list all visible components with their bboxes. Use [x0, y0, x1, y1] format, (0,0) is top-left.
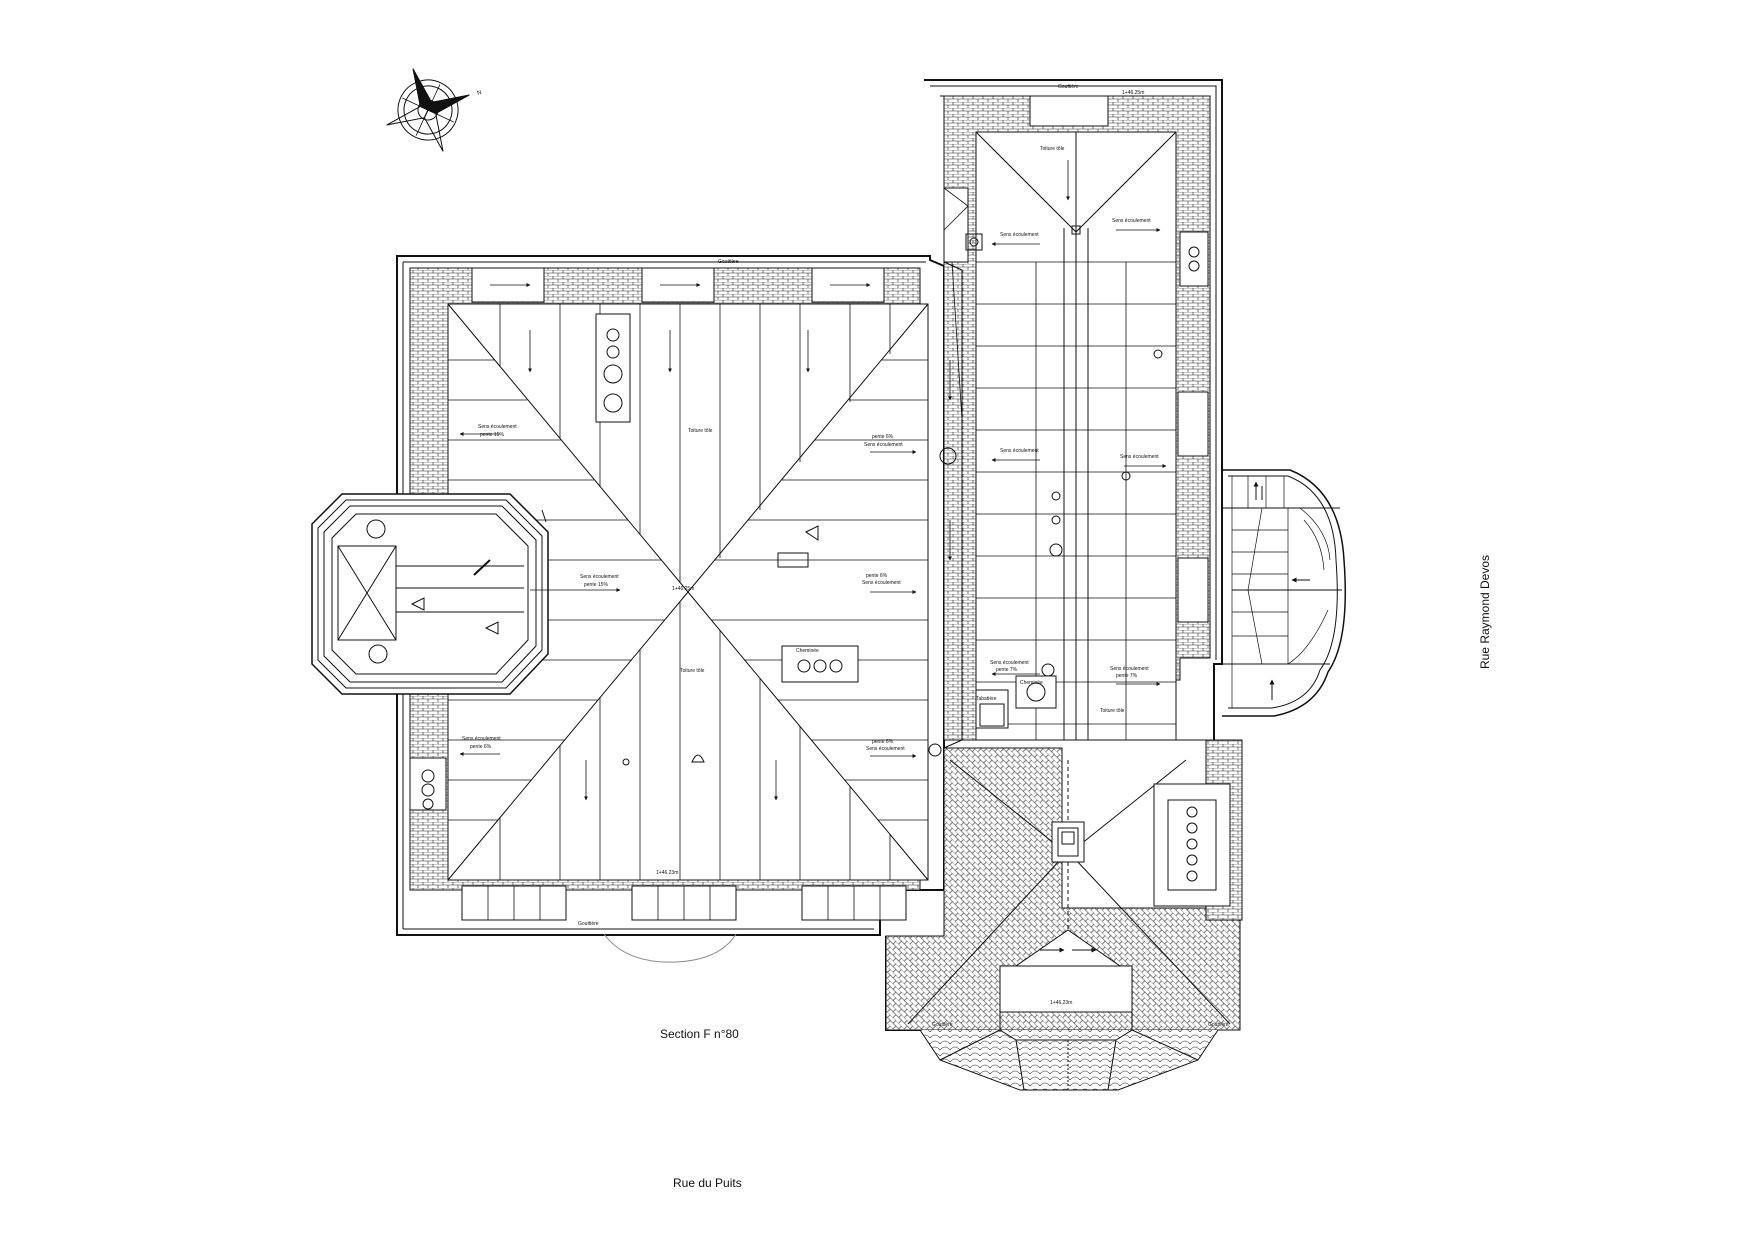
note-runoff-wing-se: Sens écoulement [1110, 666, 1149, 672]
note-runoff-e: Sens écoulement [862, 580, 901, 586]
note-runoff-nw: Sens écoulement [478, 424, 517, 430]
note-gutter-pavilion-w: Gouttière [932, 1022, 953, 1028]
note-runoff-sw: Sens écoulement [462, 736, 501, 742]
note-runoff-wing-w: Sens écoulement [1000, 448, 1039, 454]
note-runoff-wing-sw: Sens écoulement [990, 660, 1029, 666]
compass-north-label: N [477, 90, 483, 97]
note-slope-wing-se: pente 7% [1116, 673, 1138, 679]
note-dim-south: 1+46.23m [656, 870, 678, 876]
south-pavilion [885, 739, 1243, 1091]
note-gutter-main: Gouttière [718, 259, 739, 265]
note-dim-main: 1+46.25m [672, 586, 694, 592]
note-chimney-main: Cheminée [796, 648, 819, 654]
north-wing [885, 79, 1223, 1031]
note-runoff-main: Sens écoulement [580, 574, 619, 580]
note-runoff-wing-ne: Sens écoulement [1112, 218, 1151, 224]
note-gutter-wing: Gouttière [1058, 84, 1079, 90]
garden-arc [603, 933, 737, 963]
note-slope-se: pente 6% [872, 739, 894, 745]
east-annex [1222, 469, 1347, 717]
note-roof-main-n: Toiture tôle [688, 428, 713, 434]
note-runoff-se: Sens écoulement [866, 746, 905, 752]
note-roof-wing-s: Toiture tôle [1100, 708, 1125, 714]
note-roof-wing: Toiture tôle [1040, 146, 1065, 152]
street-label-east: Rue Raymond Devos [1478, 554, 1493, 670]
note-slope-nw: pente 15% [480, 432, 504, 438]
note-dim-north: 1+46.25m [1122, 90, 1144, 96]
octagon-tower [311, 493, 549, 695]
note-slope-main: pente 15% [584, 582, 608, 588]
note-roof-main-s: Toiture tôle [680, 668, 705, 674]
section-label: Section F n°80 [660, 1027, 739, 1041]
note-dim-pavilion: 1+46.23m [1050, 1000, 1072, 1006]
street-label-south: Rue du Puits [673, 1176, 742, 1190]
note-runoff-wing-e: Sens écoulement [1120, 454, 1159, 460]
note-runoff-wing-n: Sens écoulement [1000, 232, 1039, 238]
note-slope-e: pente 6% [866, 573, 888, 579]
note-slope-sw: pente 6% [470, 744, 492, 750]
note-gutter-pavilion-e: Gouttière [1208, 1022, 1229, 1028]
note-slope-ne: pente 6% [872, 434, 894, 440]
note-slope-wing-sw: pente 7% [996, 667, 1018, 673]
note-runoff-ne: Sens écoulement [864, 442, 903, 448]
note-chimney-wing: Cheminée [1020, 680, 1043, 686]
note-skylight: Tabatière [976, 696, 997, 702]
annotation-layer: Gouttière Gouttière Gouttière Gouttière … [462, 84, 1229, 1028]
flow-arrows [459, 160, 1167, 801]
note-gutter-south: Gouttière [578, 921, 599, 927]
compass-rose-icon: N [386, 68, 483, 152]
